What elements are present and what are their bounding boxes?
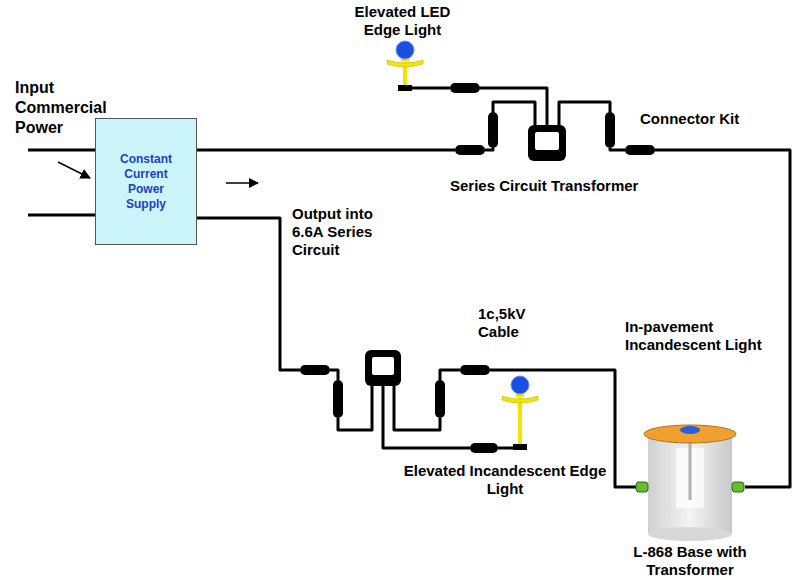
- part-label: Series Circuit Transformer: [450, 177, 710, 195]
- series-cable: [195, 88, 790, 487]
- light-label: Elevated Incandescent Edge Light: [400, 462, 610, 498]
- input-label: Input Commercial Power: [15, 78, 115, 138]
- elevated-led-light: [387, 41, 423, 91]
- light-label: In-pavement Incandescent Light: [625, 318, 785, 354]
- cable-label: 1c,5kV Cable: [478, 305, 553, 341]
- node-text: Constant Current Power Supply: [96, 152, 196, 212]
- series-transformer: [365, 125, 566, 386]
- l868-base: [636, 425, 744, 541]
- input-wires: [28, 150, 95, 215]
- elevated-incandescent-light: [502, 376, 538, 450]
- light-label: Elevated LED Edge Light: [335, 3, 470, 39]
- part-label: Connector Kit: [640, 110, 770, 128]
- connector-kit: [300, 83, 655, 453]
- output-label: Output into 6.6A Series Circuit: [292, 205, 392, 259]
- base-label: L-868 Base with Transformer: [622, 543, 758, 579]
- output-arrow: [226, 182, 258, 184]
- power-supply-box: Constant Current Power Supply: [95, 118, 197, 245]
- input-arrow: [58, 162, 90, 178]
